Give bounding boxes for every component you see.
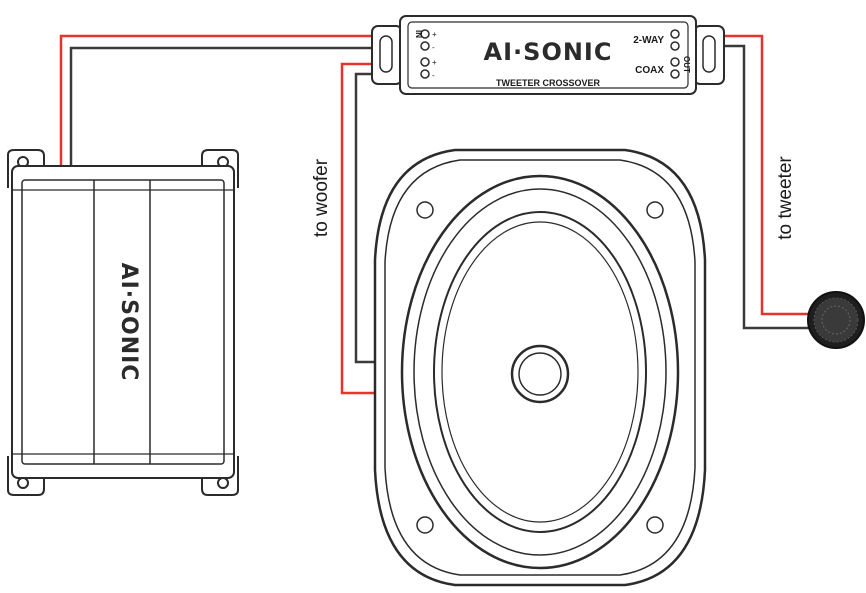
crossover-mount-slot (379, 35, 393, 73)
amp-brand-logo: AI·SONIC (116, 263, 141, 382)
woofer-cone (433, 211, 647, 533)
woofer-mount-hole (646, 201, 664, 219)
woofer-cone-inner (441, 221, 639, 523)
amplifier (7, 149, 239, 496)
to-tweeter-label: to tweeter (775, 156, 796, 240)
to-woofer-label: to woofer (311, 158, 332, 237)
crossover-minus-mark: - (432, 43, 435, 52)
amp-mount-hole (217, 477, 229, 489)
amp-body-inner (21, 179, 225, 465)
crossover-terminal (420, 57, 430, 67)
crossover-minus-mark: - (432, 71, 435, 80)
woofer-positive-wire (340, 62, 392, 395)
crossover-terminal (670, 69, 680, 79)
crossover-plus-mark: + (432, 30, 437, 39)
crossover-terminal (420, 41, 430, 51)
woofer-mount-hole (416, 516, 434, 534)
woofer-dust-cap (510, 344, 570, 404)
tweeter-positive-wire (698, 34, 810, 316)
crossover-out-label: OUT (682, 56, 691, 73)
woofer-mount-hole (416, 201, 434, 219)
crossover-in-label: IN (414, 30, 423, 38)
crossover-terminal (420, 69, 430, 79)
crossover-brand-logo: AI·SONIC (484, 38, 613, 66)
tweeter-grille (813, 297, 859, 343)
crossover-plus-mark: + (432, 58, 437, 67)
crossover-terminal (670, 41, 680, 51)
crossover-terminal (420, 29, 430, 39)
woofer-frame-inner (384, 159, 696, 576)
tweeter-grille-ring (821, 305, 851, 335)
crossover-coax-label: COAX (635, 65, 664, 76)
woofer-mount-hole (646, 516, 664, 534)
amp-positive-wire (59, 34, 390, 168)
crossover-model-label: TWEETER CROSSOVER (496, 78, 601, 88)
amp-negative-wire (69, 46, 390, 168)
crossover (371, 15, 725, 95)
crossover-terminal (670, 57, 680, 67)
woofer-speaker (373, 148, 707, 587)
crossover-terminal (670, 29, 680, 39)
crossover-mount-slot (702, 35, 716, 73)
amp-mount-hole (17, 477, 29, 489)
woofer-dust-cap-inner (518, 352, 562, 396)
crossover-body-inner (407, 21, 689, 89)
crossover-2way-label: 2-WAY (633, 35, 664, 46)
woofer-surround-inner (413, 188, 667, 556)
tweeter-speaker (807, 291, 865, 349)
